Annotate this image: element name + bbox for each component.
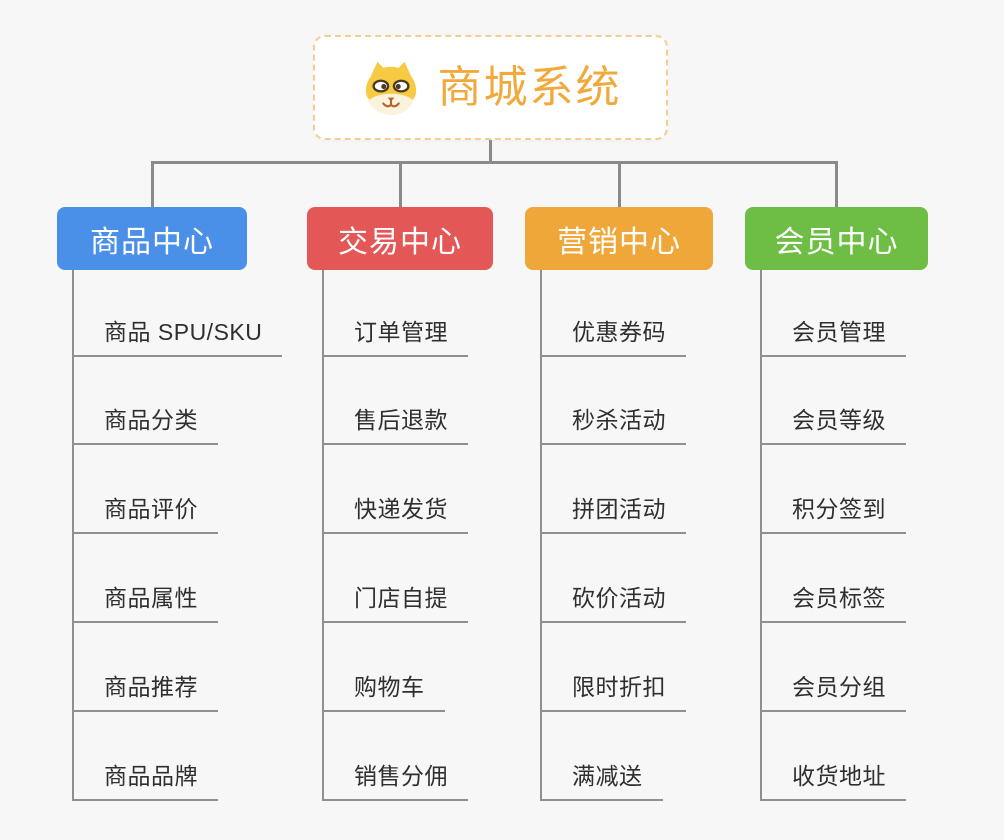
branch-spine-connector [322,270,324,801]
branch-label: 商品中心 [90,225,214,259]
leaf-node[interactable]: 满减送 [540,755,663,801]
branch-node-4[interactable]: 会员中心 [745,207,928,270]
leaf-node[interactable]: 限时折扣 [540,666,686,712]
branch-bus-connector [150,161,838,164]
leaf-node[interactable]: 快递发货 [322,488,468,534]
branch-node-3[interactable]: 营销中心 [525,207,713,270]
leaf-node[interactable]: 收货地址 [760,755,906,801]
branch-drop-connector [617,161,621,207]
leaf-node[interactable]: 商品推荐 [72,666,218,712]
branch-label: 交易中心 [338,225,462,259]
leaf-node[interactable]: 优惠券码 [540,311,686,357]
leaf-node[interactable]: 秒杀活动 [540,399,686,445]
root-stem-connector [488,140,492,164]
leaf-node[interactable]: 会员管理 [760,311,906,357]
branch-drop-connector [835,161,838,207]
branch-drop-connector [398,161,402,207]
leaf-node[interactable]: 会员标签 [760,577,906,623]
branch-drop-connector [150,161,154,207]
leaf-node[interactable]: 商品 SPU/SKU [72,311,283,357]
leaf-node[interactable]: 商品评价 [72,488,218,534]
leaf-node[interactable]: 砍价活动 [540,577,686,623]
branch-spine-connector [72,270,74,801]
dog-face-icon [365,61,416,115]
leaf-node[interactable]: 商品属性 [72,577,218,623]
leaf-node[interactable]: 会员分组 [760,666,906,712]
branch-label: 营销中心 [557,225,681,259]
leaf-node[interactable]: 拼团活动 [540,488,686,534]
branch-node-2[interactable]: 交易中心 [307,207,493,270]
root-title: 商城系统 [437,62,622,112]
leaf-node[interactable]: 售后退款 [322,399,468,445]
branch-label: 会员中心 [774,225,899,259]
leaf-node[interactable]: 购物车 [322,666,445,712]
branch-node-1[interactable]: 商品中心 [57,207,247,270]
leaf-node[interactable]: 会员等级 [760,399,906,445]
leaf-node[interactable]: 订单管理 [322,311,468,357]
leaf-node[interactable]: 积分签到 [760,488,906,534]
root-node-mall-system[interactable]: 商城系统 [313,35,668,140]
leaf-node[interactable]: 门店自提 [322,577,468,623]
leaf-node[interactable]: 销售分佣 [322,755,468,801]
branch-spine-connector [760,270,762,801]
leaf-node[interactable]: 商品品牌 [72,755,218,801]
leaf-node[interactable]: 商品分类 [72,399,218,445]
branch-spine-connector [540,270,542,801]
